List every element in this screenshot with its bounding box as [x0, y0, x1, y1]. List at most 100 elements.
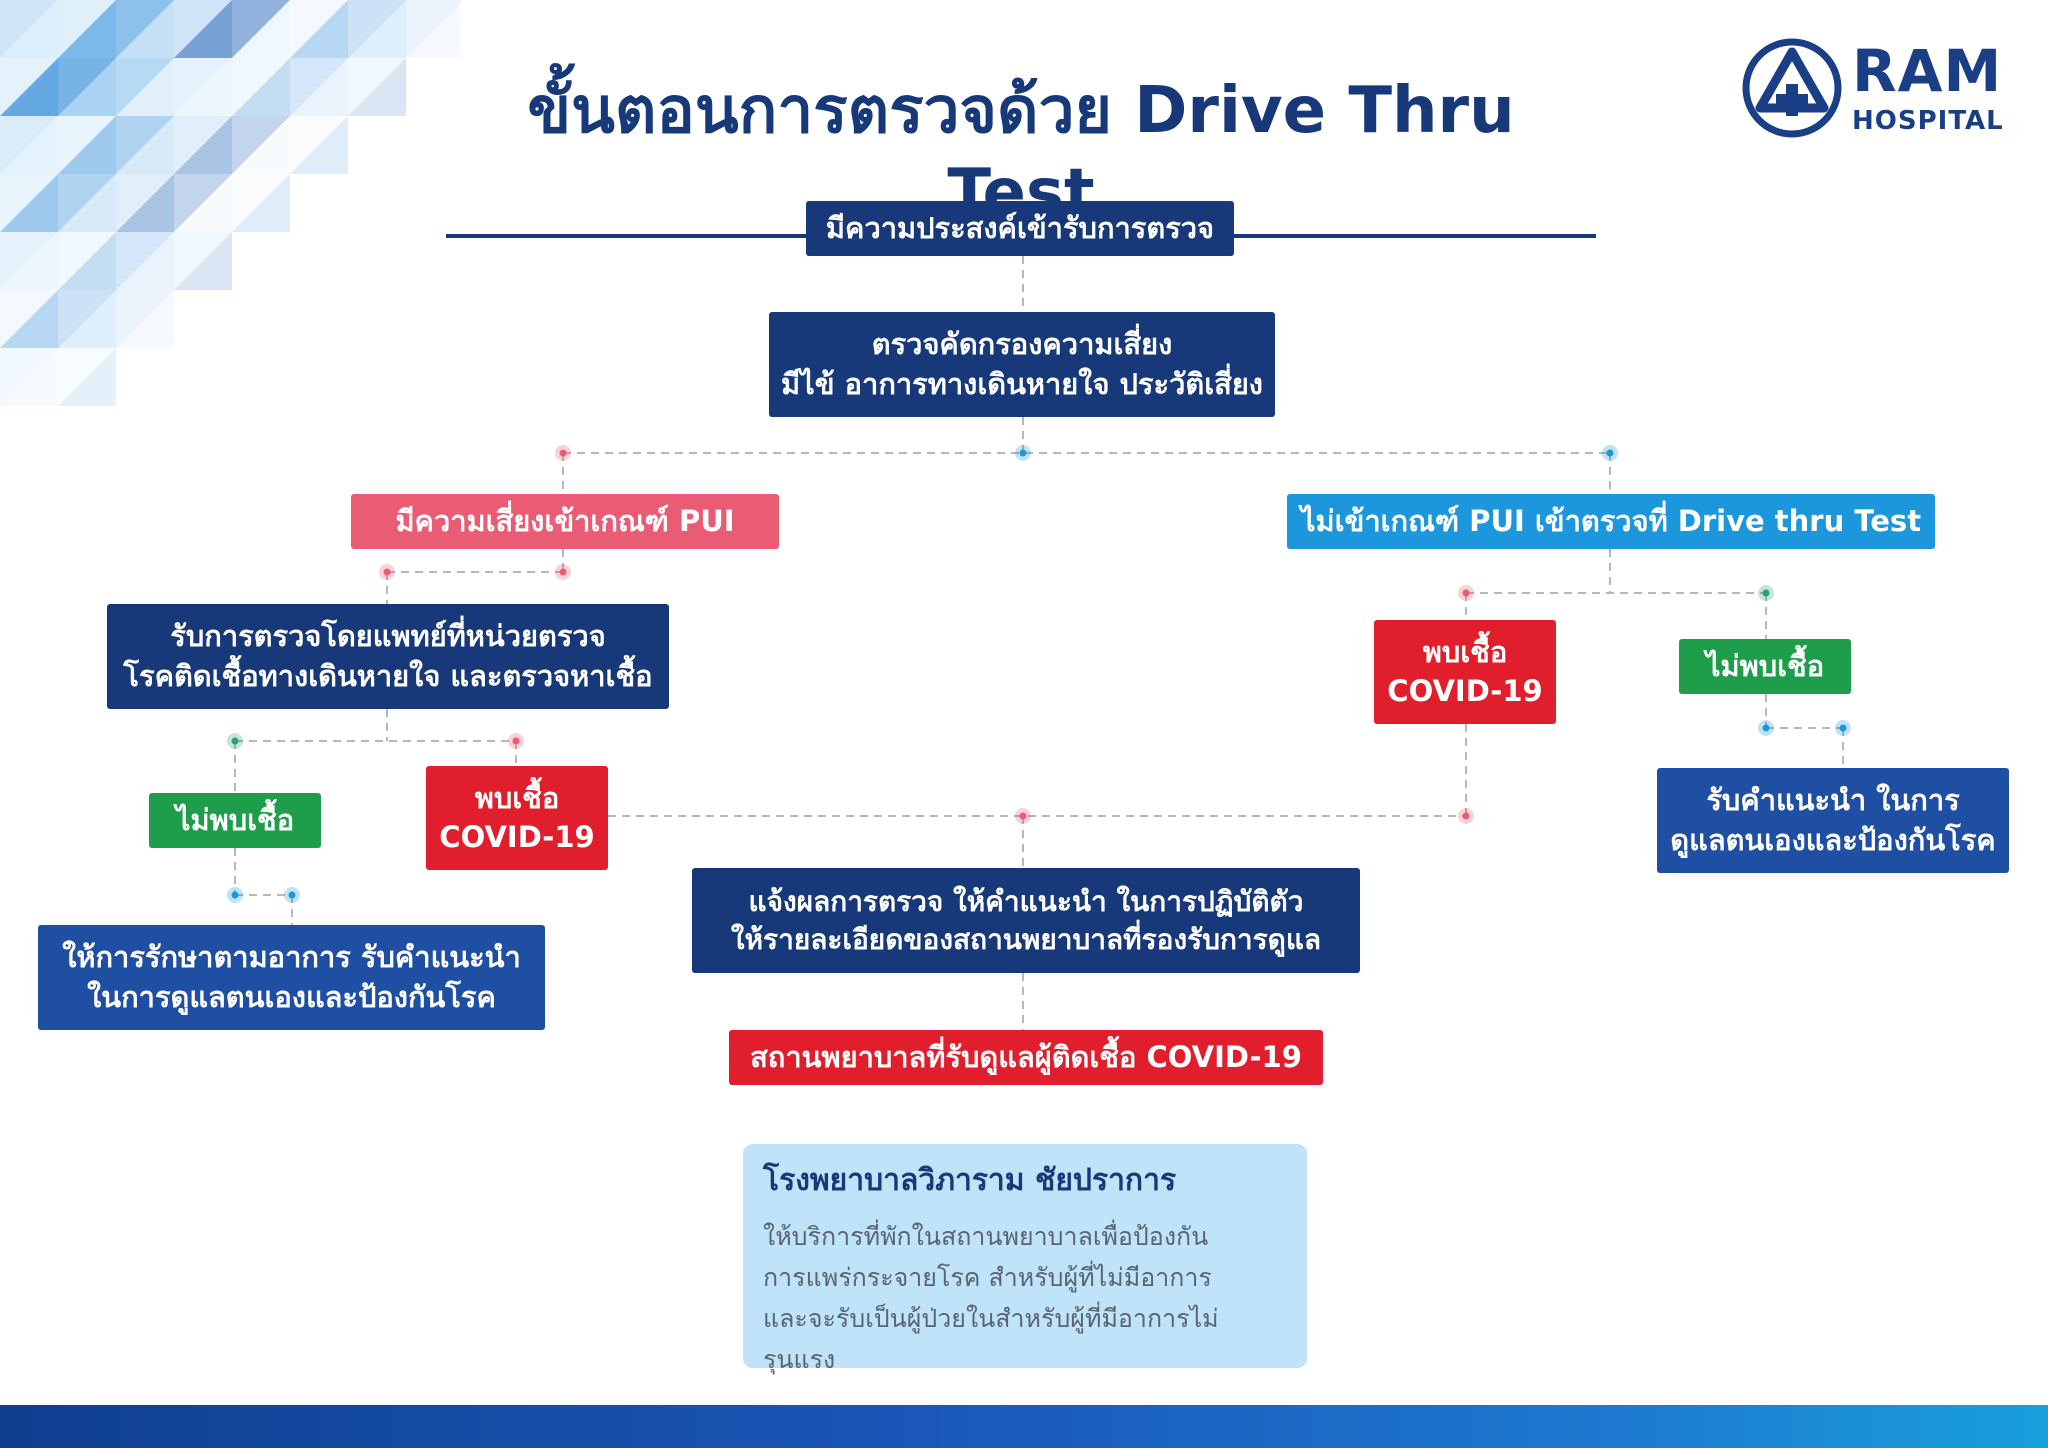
triangle-tile [348, 58, 406, 116]
pui-box: มีความเสี่ยงเข้าเกณฑ์ PUI [351, 494, 779, 549]
right-negative-box: ไม่พบเชื้อ [1679, 639, 1851, 694]
triangle-tile [116, 58, 174, 116]
triangle-tile [290, 58, 348, 116]
triangle-tile [58, 232, 116, 290]
pui-label: มีความเสี่ยงเข้าเกณฑ์ PUI [395, 503, 735, 538]
triangle-tile [232, 116, 290, 174]
dot-node-icon [379, 564, 395, 580]
dot-node-icon [227, 887, 243, 903]
left-positive-box: พบเชื้อ COVID-19 [426, 766, 608, 870]
triangle-tile [348, 0, 406, 58]
notify-result-box: แจ้งผลการตรวจ ให้คำแนะนำ ในการปฏิบัติตัว… [692, 868, 1360, 973]
right-negative-label: ไม่พบเชื้อ [1705, 648, 1825, 683]
dot-node-icon [1835, 720, 1851, 736]
left-care-line-2: ในการดูแลตนเองและป้องกันโรค [87, 979, 496, 1014]
triangle-tile [232, 58, 290, 116]
triangle-tile [290, 0, 348, 58]
hospitel-line-2: การแพร่กระจายโรค สำหรับผู้ที่ไม่มีอาการ [763, 1263, 1212, 1292]
triangle-tile [174, 58, 232, 116]
triangle-tile [116, 174, 174, 232]
dot-node-icon [1015, 445, 1031, 461]
triangle-tile [0, 116, 58, 174]
notify-line-1: แจ้งผลการตรวจ ให้คำแนะนำ ในการปฏิบัติตัว [748, 884, 1304, 918]
triangle-tile [116, 174, 174, 232]
left-negative-box: ไม่พบเชื้อ [149, 793, 321, 848]
dot-node-icon [284, 887, 300, 903]
triangle-tile [0, 290, 58, 348]
non-pui-box: ไม่เข้าเกณฑ์ PUI เข้าตรวจที่ Drive thru … [1287, 494, 1935, 549]
triangle-tile [232, 0, 290, 58]
covid-hospital-label: สถานพยาบาลที่รับดูแลผู้ติดเชื้อ COVID-19 [750, 1039, 1302, 1074]
triangle-tile [58, 348, 116, 406]
triangle-tile [0, 348, 58, 406]
footer-gradient-bar [0, 1405, 2048, 1448]
triangle-tile [174, 232, 232, 290]
triangle-tile [58, 116, 116, 174]
triangle-tile [0, 174, 58, 232]
triangle-tile [232, 58, 290, 116]
triangle-tile [58, 348, 116, 406]
dot-node-icon [1758, 585, 1774, 601]
left-care-box: ให้การรักษาตามอาการ รับคำแนะนำ ในการดูแล… [38, 925, 545, 1030]
right-care-line-1: รับคำแนะนำ ในการ [1706, 783, 1960, 818]
notify-line-2: ให้รายละเอียดของสถานพยาบาลที่รองรับการดู… [730, 922, 1322, 956]
logo-ram-text: RAM [1852, 37, 2003, 105]
triangle-tile [290, 58, 348, 116]
triangle-tile [348, 58, 406, 116]
dot-node-icon [1458, 585, 1474, 601]
triangle-tile [174, 116, 232, 174]
triangle-tile [58, 174, 116, 232]
doctor-exam-line-2: โรคติดเชื้อทางเดินหายใจ และตรวจหาเชื้อ [123, 658, 653, 693]
screening-line-2: มีไข้ อาการทางเดินหายใจ ประวัติเสี่ยง [781, 366, 1263, 401]
start-box: มีความประสงค์เข้ารับการตรวจ [806, 201, 1234, 256]
triangle-tile [116, 290, 174, 348]
dot-node-icon [1458, 808, 1474, 824]
hospitel-name: โรงพยาบาลวิภาราม ชัยปราการ [763, 1163, 1177, 1198]
triangle-tile [290, 116, 348, 174]
dot-node-icon [555, 564, 571, 580]
triangle-tile [0, 58, 58, 116]
triangle-tile [58, 290, 116, 348]
triangle-tile [58, 0, 116, 58]
start-label: มีความประสงค์เข้ารับการตรวจ [825, 210, 1215, 245]
triangle-tile [0, 348, 58, 406]
left-positive-line-2: COVID-19 [439, 820, 595, 854]
hospitel-info-panel: โรงพยาบาลวิภาราม ชัยปราการ ให้บริการที่พ… [743, 1144, 1307, 1374]
triangle-tile [174, 0, 232, 58]
dot-node-icon [1015, 808, 1031, 824]
screening-box: ตรวจคัดกรองความเสี่ยง มีไข้ อาการทางเดิน… [769, 312, 1275, 417]
triangle-tile [58, 290, 116, 348]
triangle-tile [232, 174, 290, 232]
hospitel-line-3: และจะรับเป็นผู้ป่วยในสำหรับผู้ที่มีอาการ… [763, 1304, 1219, 1374]
right-care-box: รับคำแนะนำ ในการ ดูแลตนเองและป้องกันโรค [1657, 768, 2009, 873]
triangle-pattern-decoration [0, 0, 460, 406]
dot-node-icon [555, 445, 571, 461]
triangle-tile [290, 0, 348, 58]
triangle-tile [406, 4, 460, 58]
triangle-tile [406, 0, 460, 58]
triangle-tile [290, 116, 348, 174]
triangle-tile [116, 290, 174, 348]
triangle-tile [174, 174, 232, 232]
doctor-exam-box: รับการตรวจโดยแพทย์ที่หน่วยตรวจ โรคติดเชื… [107, 604, 669, 709]
triangle-tile [116, 232, 174, 290]
doctor-exam-line-1: รับการตรวจโดยแพทย์ที่หน่วยตรวจ [170, 619, 606, 654]
triangle-tile [0, 232, 58, 290]
triangle-tile [58, 58, 116, 116]
covid-hospital-box: สถานพยาบาลที่รับดูแลผู้ติดเชื้อ COVID-19 [729, 1030, 1323, 1085]
left-positive-line-1: พบเชื้อ [474, 780, 560, 815]
dot-node-icon [1758, 720, 1774, 736]
triangle-tile [58, 232, 116, 290]
triangle-tile [116, 232, 174, 290]
screening-line-1: ตรวจคัดกรองความเสี่ยง [871, 327, 1173, 362]
triangle-tile [0, 290, 58, 348]
triangle-tile [174, 232, 232, 290]
dot-node-icon [1602, 445, 1618, 461]
triangle-tile [232, 116, 290, 174]
dot-node-icon [227, 733, 243, 749]
triangle-tile [232, 174, 290, 232]
ram-hospital-logo: RAM HOSPITAL [1740, 36, 2020, 146]
right-care-line-2: ดูแลตนเองและป้องกันโรค [1670, 822, 1996, 857]
hospitel-line-1: ให้บริการที่พักในสถานพยาบาลเพื่อป้องกัน [763, 1222, 1209, 1251]
dot-node-icon [508, 733, 524, 749]
